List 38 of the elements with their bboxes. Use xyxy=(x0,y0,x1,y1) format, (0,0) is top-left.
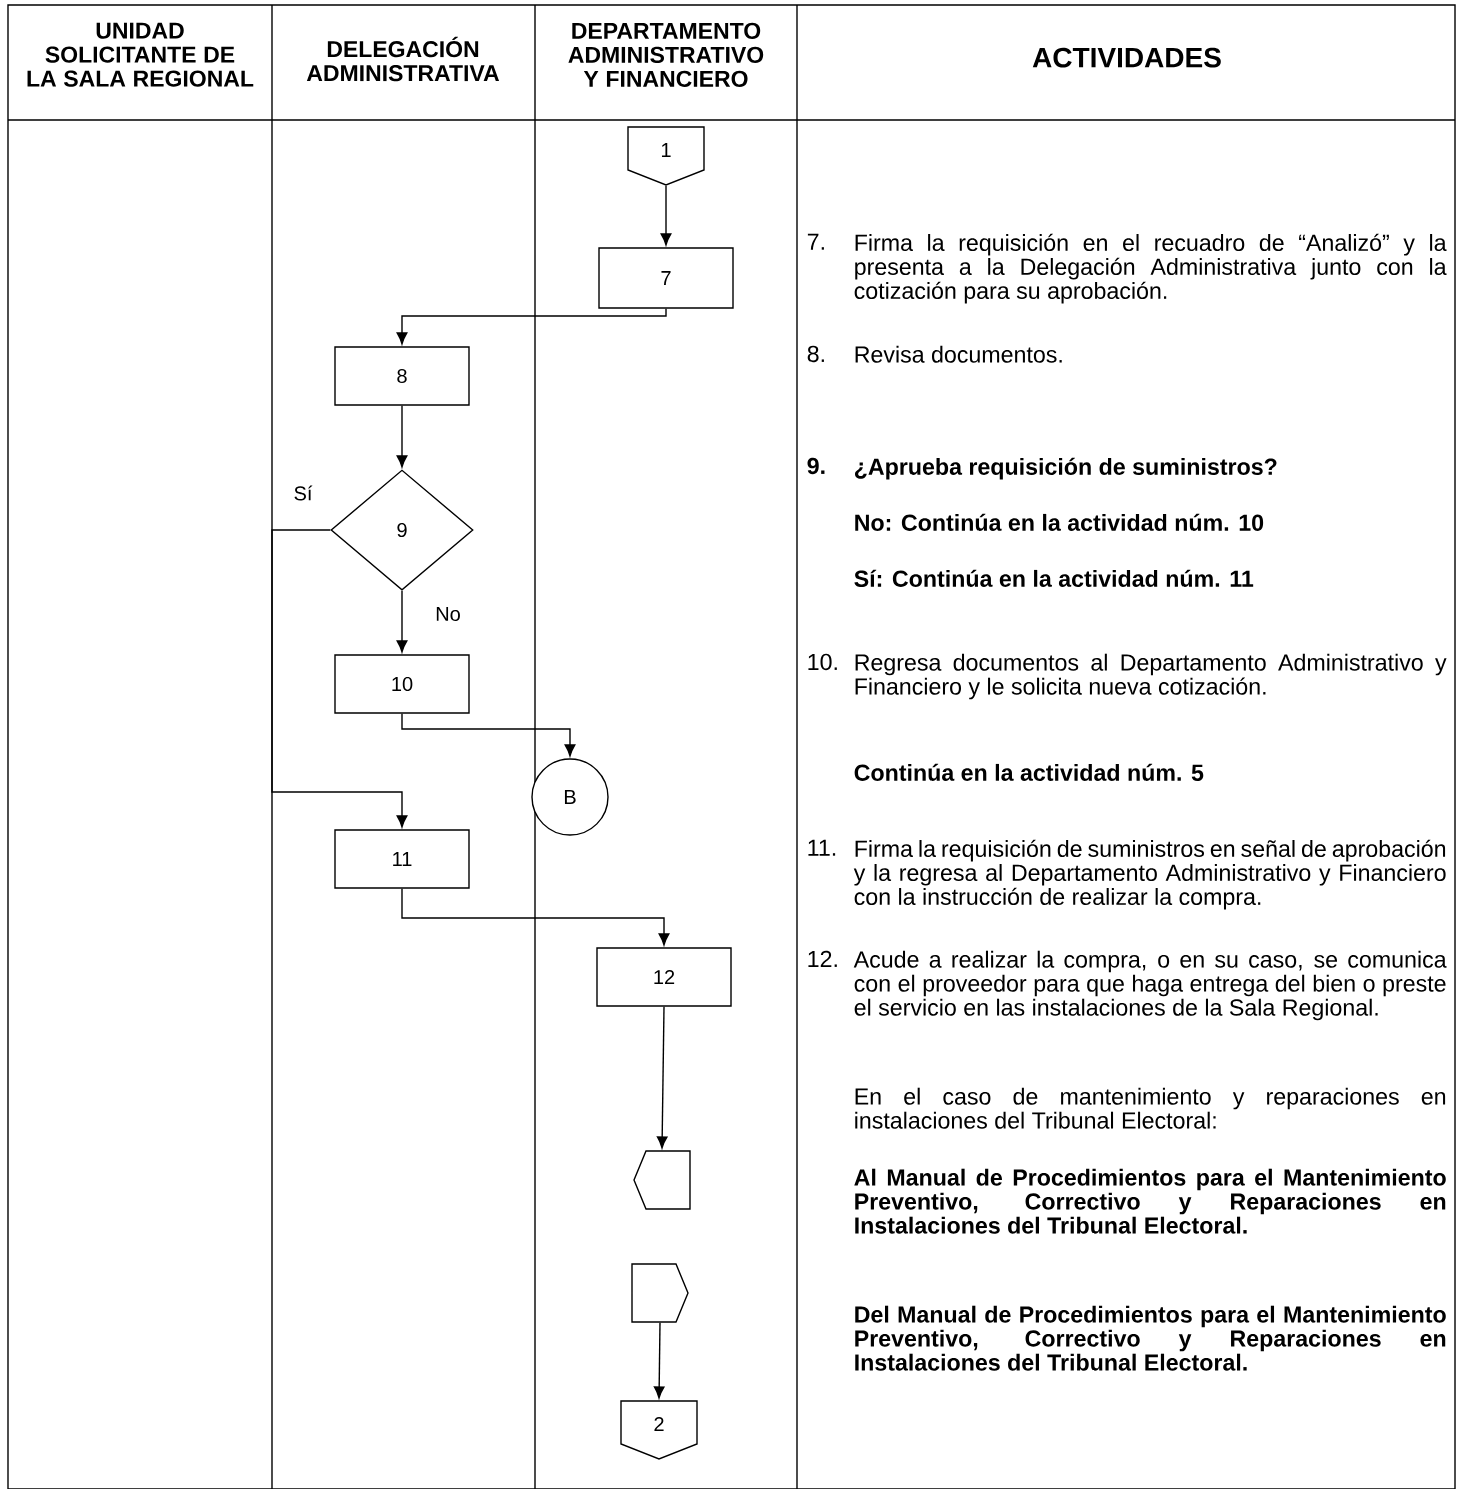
arrow xyxy=(396,405,408,468)
activity-text: Revisa documentos. xyxy=(855,345,1062,363)
process-box: 12 xyxy=(596,947,732,1007)
activity-text: No: Continúa en la actividad núm. 10 xyxy=(855,513,1264,531)
process-box: 8 xyxy=(334,346,470,406)
step-number: 12. xyxy=(808,950,837,967)
activity-text: En el caso de mantenimiento y reparaciones en instalaciones del Tribunal Electoral: xyxy=(855,1087,1446,1129)
activity-text: Al Manual de Procedimientos para el Mantenimiento Preventivo, Correctivo y Reparaciones en Instalaciones del Tribunal Electoral. xyxy=(854,1168,1446,1234)
arrow xyxy=(656,1006,668,1149)
activity-text: ¿Aprueba requisición de suministros? xyxy=(855,457,1277,480)
activity-text: Firma la requisición en el recuadro de “Analizó” y la presenta a la Delegación Administrativa junto con la cotización para su aprobación. xyxy=(854,233,1447,304)
arrow xyxy=(396,590,408,653)
process-box: 10 xyxy=(334,654,470,714)
arrow xyxy=(396,308,667,345)
column-header: DELEGACIÓN ADMINISTRATIVA xyxy=(306,36,500,82)
process-box: 11 xyxy=(334,829,470,889)
column-header: DEPARTAMENTO ADMINISTRATIVO Y FINANCIERO xyxy=(568,22,764,87)
arrow xyxy=(660,185,672,246)
step-number: 11. xyxy=(808,839,836,856)
edge-label: No xyxy=(433,605,463,623)
step-number: 7. xyxy=(807,233,824,250)
column-header: ACTIVIDADES xyxy=(1032,47,1221,68)
step-number: 9. xyxy=(807,457,825,475)
connector-pentagon xyxy=(631,1263,689,1323)
column-header: UNIDAD SOLICITANTE DE LA SALA REGIONAL xyxy=(27,22,254,87)
arrow xyxy=(401,888,670,946)
activity-text: Del Manual de Procedimientos para el Mantenimiento Preventivo, Correctivo y Reparaciones en Instalaciones del Tribunal Electoral. xyxy=(855,1305,1446,1371)
activity-text: Regresa documentos al Departamento Administrativo y Financiero y le solicita nueva cotización. xyxy=(855,653,1447,700)
arrow xyxy=(401,713,576,757)
activity-text: Continúa en la actividad núm. 5 xyxy=(854,763,1204,781)
step-number: 10. xyxy=(808,653,837,671)
activity-text: Sí: Continúa en la actividad núm. 11 xyxy=(854,569,1254,587)
step-number: 8. xyxy=(807,345,824,363)
process-box: 7 xyxy=(598,247,734,309)
arrow xyxy=(653,1322,665,1399)
arrow xyxy=(271,529,408,828)
activity-text: Acude a realizar la compra, o en su caso, se comunica con el proveedor para que haga entrega del bien o preste el servicio en las instalaciones de la Sala Regional. xyxy=(853,950,1447,1021)
activity-text: Firma la requisición de suministros en señal de aprobación y la regresa al Departamento Administrativo y Financiero con la instrucción de realizar la compra. xyxy=(853,839,1446,910)
